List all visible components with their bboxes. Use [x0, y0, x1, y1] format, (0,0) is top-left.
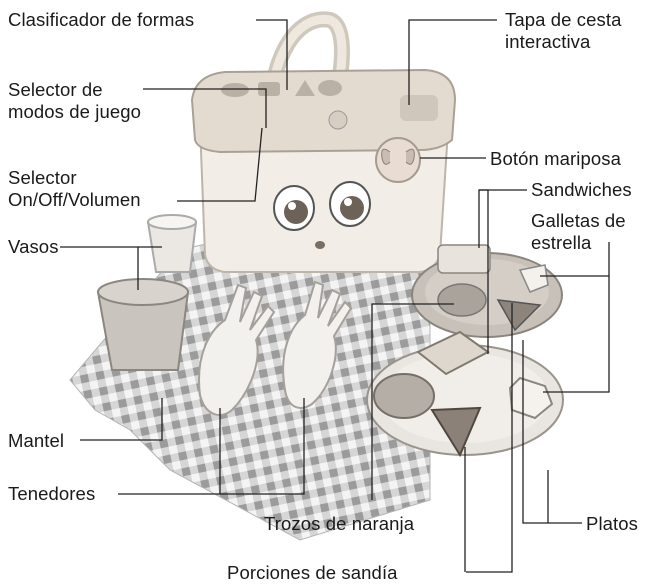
label-selector-modos: Selector de modos de juego: [8, 79, 142, 122]
label-tapa: Tapa de cesta interactiva: [505, 9, 622, 52]
fork-right: [282, 280, 353, 409]
label-mantel: Mantel: [8, 430, 65, 451]
basket-lid: [190, 68, 457, 154]
label-tenedores: Tenedores: [8, 483, 96, 504]
leader-lines: [60, 19, 610, 573]
label-vasos: Vasos: [8, 236, 59, 257]
label-boton-mariposa: Botón mariposa: [490, 148, 621, 169]
watermelon-piece: [430, 406, 482, 458]
label-porciones-sandia: Porciones de sandía: [227, 562, 398, 583]
label-selector-onoff: Selector On/Off/Volumen: [8, 167, 141, 210]
label-platos: Platos: [586, 513, 639, 534]
label-trozos-naranja: Trozos de naranja: [264, 513, 415, 534]
label-galletas: Galletas de estrella: [531, 210, 626, 253]
fork-left: [198, 283, 276, 416]
butterfly-button-shape: [375, 137, 421, 183]
label-clasificador: Clasificador de formas: [8, 9, 195, 30]
label-sandwiches: Sandwiches: [531, 179, 632, 200]
